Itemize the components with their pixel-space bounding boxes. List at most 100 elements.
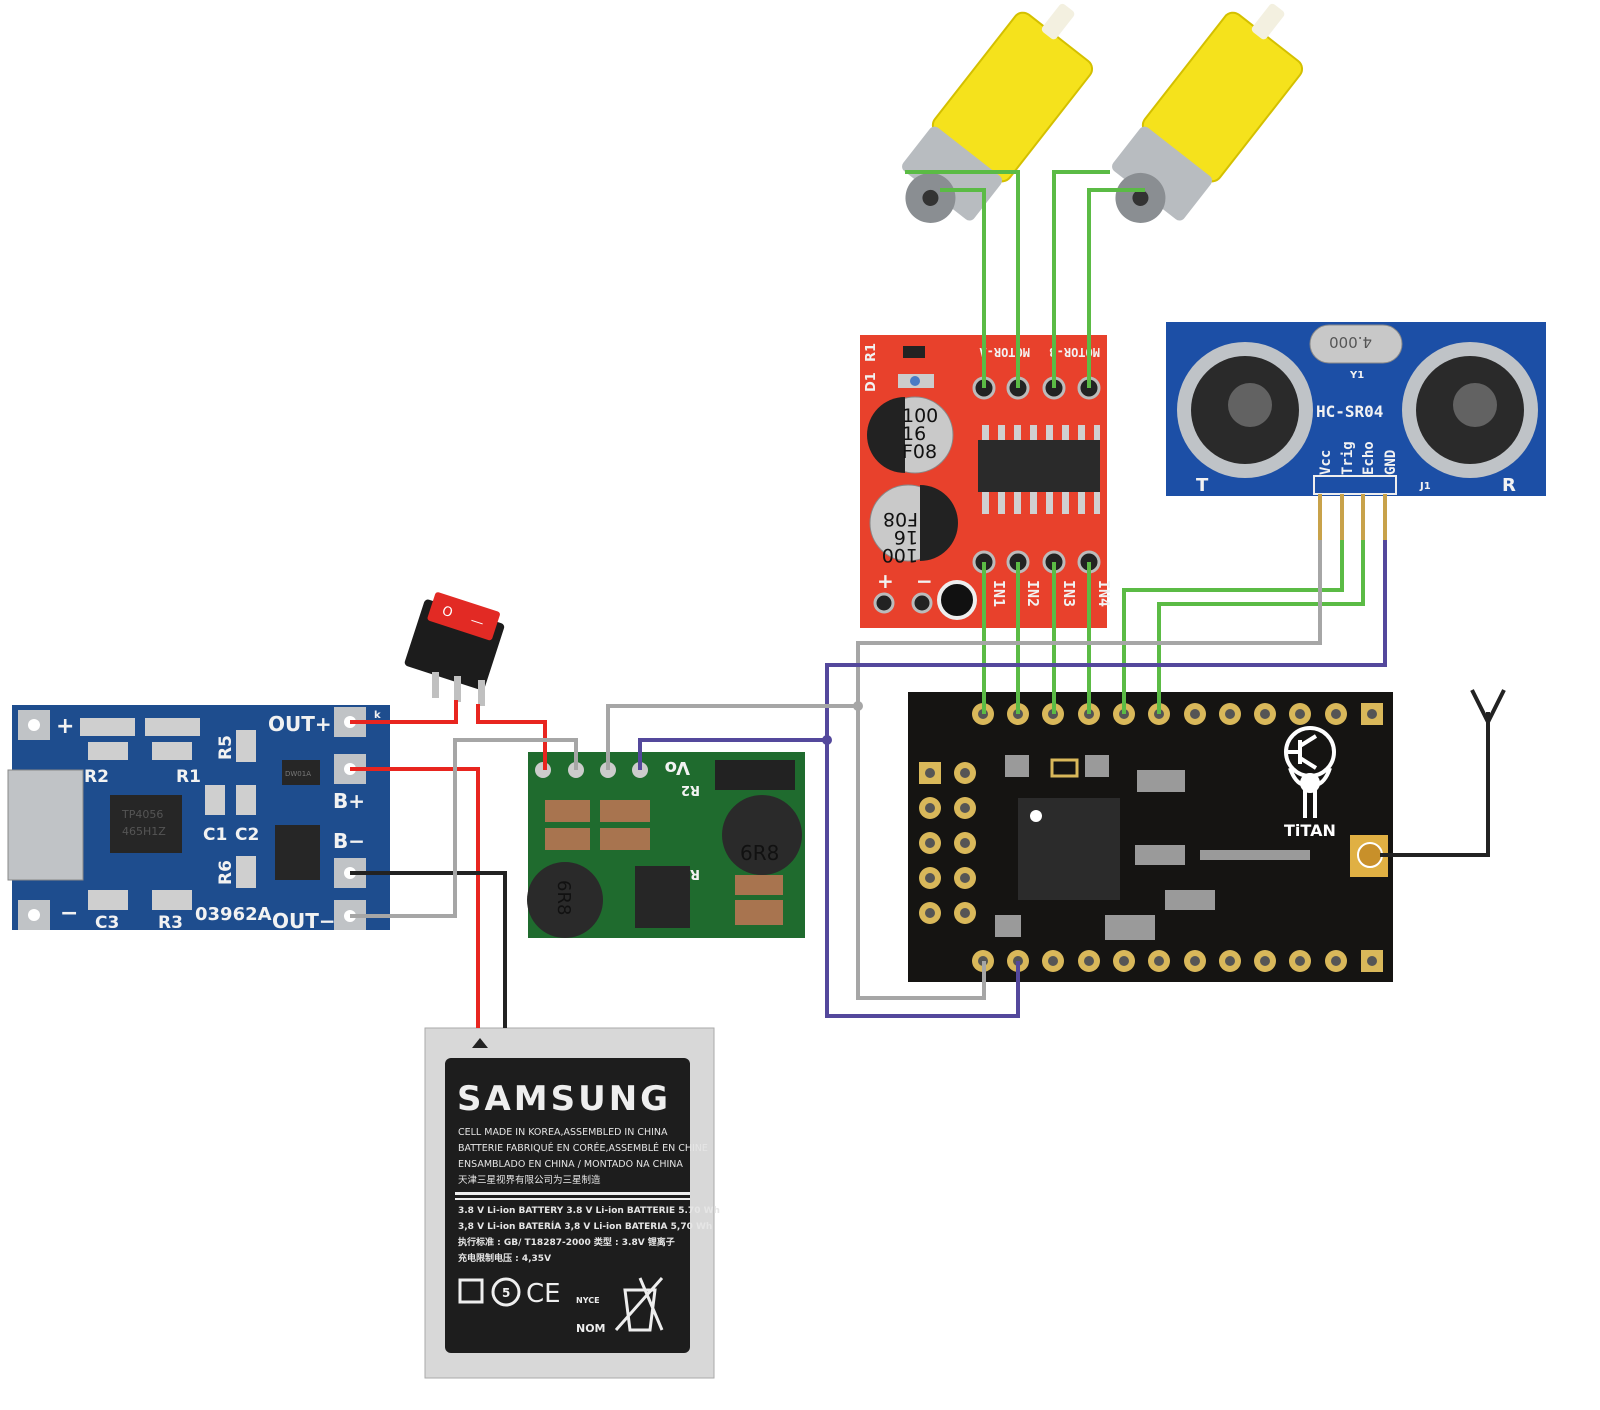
label-j1: J1 [1419, 481, 1431, 492]
label-b-plus: B+ [333, 789, 365, 813]
pad-hole [960, 838, 970, 848]
chip-label: TP4056 [121, 808, 163, 821]
pad-hole [1331, 956, 1341, 966]
label-c1: C1 [203, 825, 227, 845]
capacitor-top: 100 16 F08 [867, 396, 954, 474]
pad-hole [925, 873, 935, 883]
label-y1: Y1 [1349, 370, 1364, 381]
battery-text: 充电限制电压 : 4,35V [458, 1252, 551, 1264]
capacitor-bottom: 100 16 F08 [869, 484, 958, 566]
label-vo: Vo [665, 757, 690, 778]
sensor-title: HC-SR04 [1316, 402, 1383, 421]
inductor-label: 6R8 [740, 841, 779, 865]
label-r: R [1502, 475, 1516, 496]
label-c3: C3 [95, 913, 119, 933]
pad-hole [960, 908, 970, 918]
label-t: T [1196, 475, 1209, 496]
dc-motor-left [902, 3, 1094, 223]
pad-hole [1190, 709, 1200, 719]
cap-text: F08 [902, 441, 937, 463]
battery-text: 3,8 V Li-ion BATERÍA 3,8 V Li-ion BATERI… [458, 1220, 712, 1232]
tp4056-charger-board: TP4056 465H1Z DW01A + − OUT+ OUT− B+ B− … [7, 705, 390, 933]
pad-hole [960, 768, 970, 778]
wire-out-minus [350, 738, 578, 918]
board-code: 03962A [195, 904, 272, 925]
pad-hole [1367, 956, 1377, 966]
cap-text: 100 [902, 405, 938, 427]
pad-hole [1048, 956, 1058, 966]
driver-ic [978, 425, 1100, 514]
boost-converter-board: Vo R2 R1 6R8 6R8 [527, 752, 805, 938]
pad-hole [960, 873, 970, 883]
hc-sr04-sensor: 4.000 Y1 HC-SR04 Vcc Trig Echo GND T R J… [1166, 322, 1546, 540]
battery-certification-marks [458, 1277, 664, 1332]
pad-hole [925, 908, 935, 918]
label-corner: k [374, 710, 381, 721]
label-b-minus: B− [333, 829, 365, 853]
label-r1: R1 [864, 343, 879, 362]
label-d1: D1 [864, 372, 879, 392]
label-in2: IN2 [1024, 580, 1042, 607]
cap-text: 16 [894, 526, 918, 548]
battery-text: 天津三星视界有限公司为三星制造 [458, 1174, 601, 1186]
wire-motor-b-1 [1052, 170, 1110, 388]
chip-code: 465H1Z [122, 825, 166, 838]
label-r3: R3 [158, 913, 183, 933]
pad-hole [1119, 956, 1129, 966]
titan-board: TiTAN [908, 692, 1393, 982]
cap-text: 100 [882, 544, 918, 566]
pad-hole [1154, 956, 1164, 966]
label-plus: + [877, 569, 894, 593]
pad-hole [1367, 709, 1377, 719]
label-plus: + [56, 714, 74, 739]
pad-hole [1331, 709, 1341, 719]
pad-hole [1260, 956, 1270, 966]
battery-text: BATTERIE FABRIQUÉ EN CORÉE,ASSEMBLÉ EN C… [458, 1142, 708, 1154]
label-minus: − [60, 901, 78, 926]
switch-on-label: — [469, 613, 486, 631]
wire-b-plus [350, 767, 480, 1028]
wire-boost-vout [606, 704, 858, 770]
label-minus: − [916, 569, 933, 593]
pin-label-vcc: Vcc [1318, 450, 1334, 475]
wire-antenna [1380, 712, 1490, 857]
motor-driver-board: R1 D1 MOTOR-B MOTOR-A 100 16 F08 100 16 … [860, 335, 1113, 628]
label-motor-a: MOTOR-A [979, 345, 1030, 359]
wires [350, 170, 1506, 1028]
label-out-minus: OUT− [272, 909, 336, 933]
mark-nyce: NYCE [576, 1296, 600, 1305]
pin-label-echo: Echo [1361, 441, 1377, 475]
pad-hole [925, 838, 935, 848]
battery: SAMSUNG CELL MADE IN KOREA,ASSEMBLED IN … [424, 1027, 720, 1379]
protect-chip-label: DW01A [285, 770, 311, 778]
titan-brand: TiTAN [1284, 821, 1336, 840]
label-in1: IN1 [990, 580, 1008, 607]
battery-text: ENSAMBLADO EN CHINA / MONTADO NA CHINA [458, 1159, 683, 1170]
wire-vcc [856, 540, 1322, 1000]
label-r6: R6 [216, 860, 236, 885]
wire-switch-boost [476, 704, 547, 770]
inductor-label: 6R8 [553, 880, 574, 915]
battery-brand: SAMSUNG [457, 1079, 671, 1119]
wire-motor-b-2 [1087, 188, 1145, 388]
pad-hole [1225, 956, 1235, 966]
pad-hole [925, 803, 935, 813]
label-c2: C2 [235, 825, 259, 845]
label-r2: R2 [681, 782, 700, 797]
pad-hole [1295, 709, 1305, 719]
rohs-icon [491, 1277, 521, 1307]
wire-motor-a-2 [940, 188, 986, 388]
junction-dot [853, 701, 863, 711]
battery-text: CELL MADE IN KOREA,ASSEMBLED IN CHINA [458, 1127, 668, 1138]
rocker-switch: O — [404, 592, 505, 690]
wire-echo [1157, 540, 1365, 714]
pad-hole [925, 768, 935, 778]
pad-hole [1225, 709, 1235, 719]
antenna-icon [1470, 689, 1506, 727]
label-in4: IN4 [1095, 580, 1113, 607]
recycle-icon [458, 1278, 484, 1304]
cap-text: 16 [902, 423, 926, 445]
wire-b-minus [350, 871, 507, 1028]
battery-text: 执行标准 : GB/ T18287-2000 类型 : 3.8V 锂离子 [458, 1236, 675, 1248]
